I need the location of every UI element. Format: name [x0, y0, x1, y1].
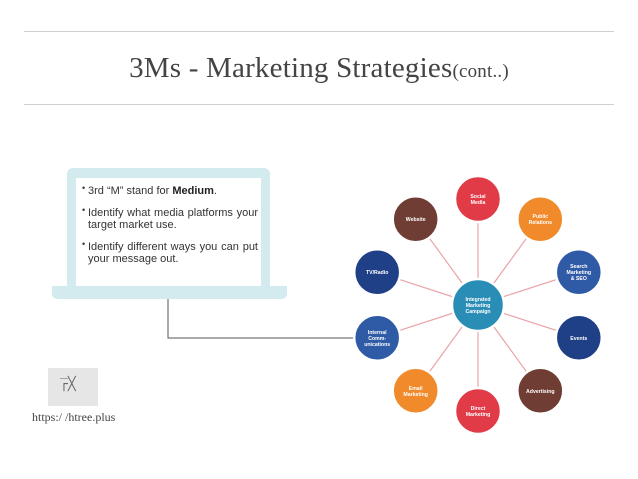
- node-tv-radio-label: TV/Radio: [366, 270, 388, 276]
- title-divider: [24, 104, 614, 105]
- node-advertising: Advertising: [516, 366, 565, 416]
- node-email-marketing-circle: [391, 366, 440, 416]
- node-tv-radio: TV/Radio: [352, 247, 402, 297]
- node-search-marketing-circle: [554, 247, 604, 297]
- laptop-base: [52, 286, 287, 299]
- title-main: 3Ms - Marketing Strategies: [129, 52, 453, 84]
- node-integrated-marketing-campaign-circle: [450, 277, 506, 333]
- bullet-dot-icon: •: [82, 205, 86, 215]
- node-website-label: Website: [406, 217, 426, 223]
- bullet-dot-icon: •: [82, 239, 86, 249]
- bullet-item: •3rd “M” stand for Medium.: [82, 183, 217, 197]
- node-events-label: Events: [570, 336, 587, 342]
- qr-code: ̅┌╳: [48, 368, 98, 406]
- laptop-screen: [76, 178, 261, 286]
- bullet-dot-icon: •: [82, 183, 86, 193]
- node-website-circle: [391, 194, 440, 244]
- node-social-media-circle: [453, 174, 503, 224]
- node-tv-radio-circle: [352, 247, 402, 297]
- node-direct-marketing-circle: [453, 386, 503, 436]
- node-events: Events: [554, 313, 604, 363]
- title-sub: (cont..): [452, 61, 509, 82]
- footer-url[interactable]: https:/ /htree.plus: [32, 410, 116, 424]
- node-public-relations-circle: [516, 194, 565, 244]
- node-events-circle: [554, 313, 604, 363]
- node-website: Website: [391, 194, 440, 244]
- bullet-item: •Identify what media platforms your targ…: [82, 205, 258, 231]
- node-internal-communications-circle: [352, 313, 402, 363]
- node-advertising-label: Advertising: [526, 389, 555, 395]
- node-advertising-circle: [516, 366, 565, 416]
- bullet-list: •3rd “M” stand for Medium. •Identify wha…: [82, 183, 258, 275]
- slide-title: 3Ms - Marketing Strategies(cont..): [0, 52, 638, 85]
- top-divider: [24, 31, 614, 32]
- bullet-item: •Identify different ways you can put you…: [82, 239, 258, 265]
- qr-glyph: ̅┌╳: [60, 377, 76, 392]
